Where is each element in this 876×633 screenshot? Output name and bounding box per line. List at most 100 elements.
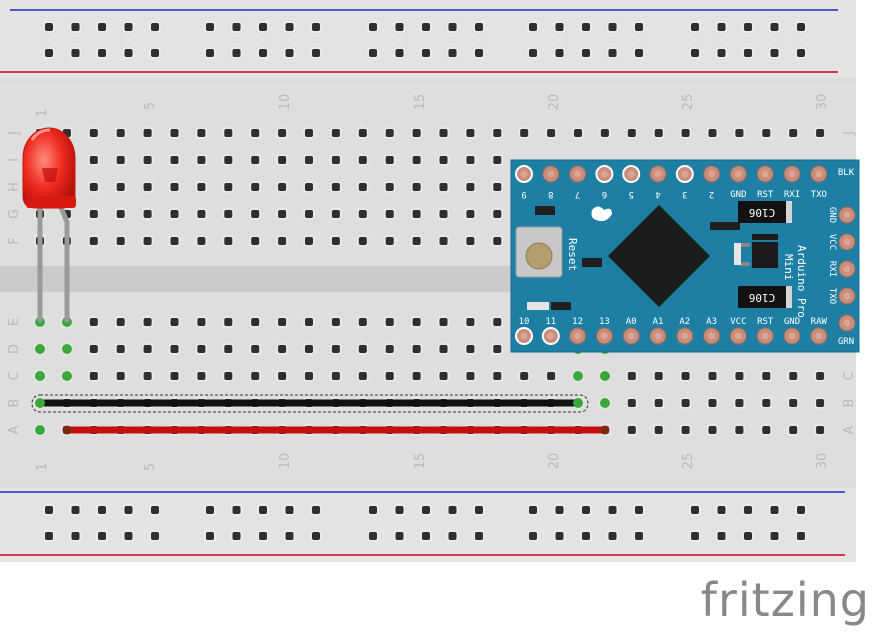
breadboard-hole[interactable] <box>439 183 448 191</box>
breadboard-hole[interactable] <box>116 318 125 326</box>
breadboard-hole[interactable] <box>385 183 394 191</box>
breadboard-hole[interactable] <box>170 183 179 191</box>
rail-hole[interactable] <box>529 49 537 57</box>
breadboard-hole[interactable] <box>170 237 179 245</box>
rail-hole[interactable] <box>529 532 537 540</box>
breadboard-hole[interactable] <box>708 399 717 407</box>
breadboard-hole[interactable] <box>789 129 798 137</box>
breadboard-hole[interactable] <box>681 129 690 137</box>
rail-hole[interactable] <box>635 49 643 57</box>
rail-hole[interactable] <box>206 49 214 57</box>
breadboard-hole[interactable] <box>735 426 744 434</box>
rail-hole[interactable] <box>797 532 805 540</box>
breadboard-hole[interactable] <box>493 210 502 218</box>
breadboard-hole[interactable] <box>493 318 502 326</box>
breadboard-hole[interactable] <box>412 318 421 326</box>
rail-hole[interactable] <box>475 23 483 31</box>
breadboard-hole[interactable] <box>412 183 421 191</box>
rail-hole[interactable] <box>151 23 159 31</box>
breadboard-hole[interactable] <box>143 372 152 380</box>
breadboard-hole[interactable] <box>305 129 313 137</box>
breadboard-hole[interactable] <box>331 318 340 326</box>
breadboard-hole[interactable] <box>170 156 179 164</box>
breadboard-hole[interactable] <box>466 183 475 191</box>
breadboard-hole[interactable] <box>439 372 448 380</box>
breadboard-hole[interactable] <box>789 426 798 434</box>
rail-hole[interactable] <box>124 506 133 514</box>
breadboard-hole[interactable] <box>278 129 287 137</box>
breadboard-hole[interactable] <box>627 129 636 137</box>
breadboard-hole[interactable] <box>708 129 717 137</box>
rail-hole[interactable] <box>124 49 133 57</box>
rail-hole[interactable] <box>744 23 752 31</box>
breadboard-hole[interactable] <box>305 237 313 245</box>
breadboard-hole[interactable] <box>197 183 206 191</box>
breadboard-hole[interactable] <box>143 345 152 353</box>
rail-hole[interactable] <box>422 506 430 514</box>
rail-hole[interactable] <box>285 49 294 57</box>
breadboard-hole[interactable] <box>170 372 179 380</box>
breadboard-hole[interactable] <box>358 237 367 245</box>
rail-hole[interactable] <box>259 532 267 540</box>
rail-hole[interactable] <box>582 506 590 514</box>
breadboard-hole[interactable] <box>493 129 502 137</box>
breadboard-hole[interactable] <box>305 345 313 353</box>
breadboard-hole[interactable] <box>116 345 125 353</box>
breadboard-hole[interactable] <box>358 318 367 326</box>
rail-hole[interactable] <box>98 23 106 31</box>
breadboard-hole[interactable] <box>143 156 152 164</box>
breadboard-hole[interactable] <box>439 318 448 326</box>
breadboard-hole[interactable] <box>305 372 313 380</box>
breadboard-hole[interactable] <box>251 345 260 353</box>
rail-hole[interactable] <box>797 506 805 514</box>
rail-hole[interactable] <box>232 49 241 57</box>
rail-hole[interactable] <box>475 49 483 57</box>
breadboard-hole[interactable] <box>224 345 233 353</box>
rail-hole[interactable] <box>206 23 214 31</box>
rail-hole[interactable] <box>369 506 377 514</box>
breadboard-hole[interactable] <box>224 237 233 245</box>
breadboard-hole[interactable] <box>331 210 340 218</box>
rail-hole[interactable] <box>691 49 699 57</box>
rail-hole[interactable] <box>582 23 590 31</box>
rail-hole[interactable] <box>71 23 80 31</box>
rail-hole[interactable] <box>529 23 537 31</box>
breadboard-hole[interactable] <box>224 372 233 380</box>
rail-hole[interactable] <box>98 49 106 57</box>
breadboard-hole[interactable] <box>197 210 206 218</box>
breadboard-hole[interactable] <box>466 210 475 218</box>
breadboard-hole[interactable] <box>466 129 475 137</box>
breadboard-hole[interactable] <box>143 318 152 326</box>
rail-hole[interactable] <box>555 506 564 514</box>
rail-hole[interactable] <box>312 23 320 31</box>
breadboard-hole[interactable] <box>278 156 287 164</box>
rail-hole[interactable] <box>151 506 159 514</box>
rail-hole[interactable] <box>98 506 106 514</box>
breadboard-hole[interactable] <box>466 237 475 245</box>
breadboard-hole[interactable] <box>493 372 502 380</box>
breadboard-hole[interactable] <box>385 210 394 218</box>
breadboard-hole[interactable] <box>224 183 233 191</box>
rail-hole[interactable] <box>448 532 457 540</box>
rail-hole[interactable] <box>797 23 805 31</box>
breadboard-hole[interactable] <box>466 345 475 353</box>
rail-hole[interactable] <box>45 506 53 514</box>
rail-hole[interactable] <box>635 532 643 540</box>
rail-hole[interactable] <box>475 506 483 514</box>
breadboard-hole[interactable] <box>331 345 340 353</box>
breadboard-hole[interactable] <box>412 345 421 353</box>
breadboard-hole[interactable] <box>305 318 313 326</box>
rail-hole[interactable] <box>448 506 457 514</box>
breadboard-hole[interactable] <box>197 372 206 380</box>
breadboard-hole[interactable] <box>385 345 394 353</box>
breadboard-hole[interactable] <box>627 426 636 434</box>
breadboard-hole[interactable] <box>412 372 421 380</box>
breadboard-hole[interactable] <box>331 372 340 380</box>
rail-hole[interactable] <box>206 532 214 540</box>
breadboard-hole[interactable] <box>224 210 233 218</box>
breadboard-hole[interactable] <box>735 372 744 380</box>
breadboard-hole[interactable] <box>89 183 98 191</box>
rail-hole[interactable] <box>475 532 483 540</box>
breadboard-hole[interactable] <box>412 156 421 164</box>
breadboard-hole[interactable] <box>251 237 260 245</box>
